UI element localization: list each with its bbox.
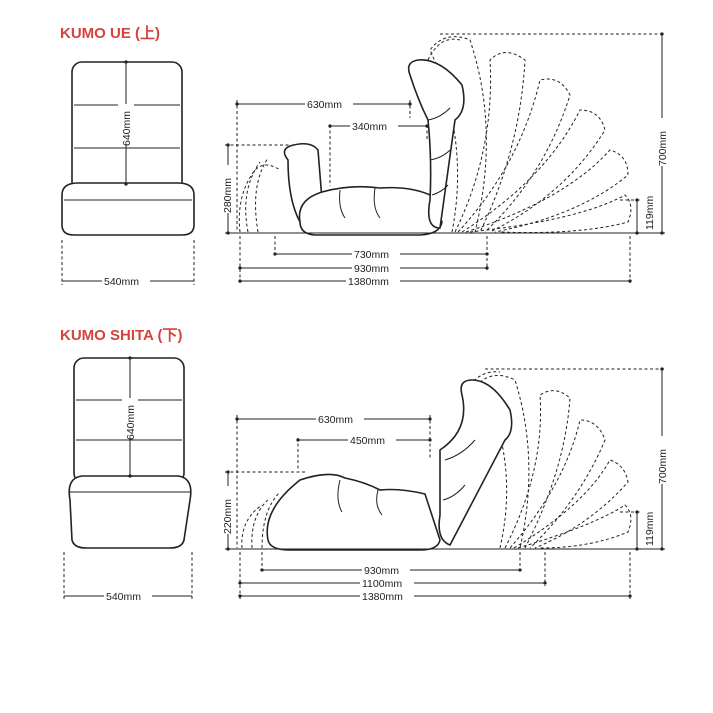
- shita-length-c-label: 1380mm: [362, 591, 403, 603]
- shita-recline-fan: [241, 371, 632, 549]
- shita-front-height-label: 640mm: [125, 405, 137, 440]
- shita-side-view: 630mm 450mm 220mm 700mm 119mm: [220, 367, 669, 603]
- shita-side-backrest: [438, 379, 513, 546]
- ue-front-view: 640mm 540mm: [61, 60, 195, 288]
- ue-recline-fan: [238, 36, 632, 234]
- shita-leg-height-label: 119mm: [644, 512, 656, 546]
- ue-side-height-label: 280mm: [222, 178, 234, 213]
- ue-side-seat: [298, 185, 443, 236]
- shita-seat-depth-inner-label: 450mm: [350, 435, 385, 447]
- shita-front-view: 640mm 540mm: [63, 356, 193, 603]
- shita-seat-depth-outer-label: 630mm: [318, 414, 353, 426]
- ue-front-height-label: 640mm: [121, 111, 133, 146]
- shita-side-height-label: 220mm: [222, 499, 234, 534]
- ue-length-a-label: 730mm: [354, 249, 389, 261]
- ue-length-c-label: 1380mm: [348, 276, 389, 288]
- kumo-shita-section: KUMO SHITA (下) 640mm 540mm: [60, 327, 669, 603]
- shita-total-height-label: 700mm: [657, 449, 669, 484]
- ue-total-height-label: 700mm: [657, 131, 669, 166]
- ue-seat-depth-inner-label: 340mm: [352, 121, 387, 133]
- ue-length-b-label: 930mm: [354, 263, 389, 275]
- ue-front-width-label: 540mm: [104, 276, 139, 288]
- shita-length-b-label: 1100mm: [362, 578, 402, 590]
- shita-length-a-label: 930mm: [364, 565, 399, 577]
- shita-front-seat: [68, 475, 192, 549]
- shita-side-seat: [266, 473, 441, 551]
- ue-seat-depth-outer-label: 630mm: [307, 99, 342, 111]
- ue-side-backrest: [407, 59, 465, 229]
- ue-side-view: 630mm 340mm 280mm 700mm 119mm: [220, 32, 669, 288]
- kumo-shita-title: KUMO SHITA (下): [60, 327, 182, 344]
- kumo-ue-title: KUMO UE (上): [60, 25, 160, 42]
- shita-front-width-label: 540mm: [106, 591, 141, 603]
- ue-front-seat: [61, 182, 195, 236]
- kumo-ue-section: KUMO UE (上) 640mm 540mm: [60, 25, 669, 288]
- ue-leg-height-label: 119mm: [644, 196, 656, 230]
